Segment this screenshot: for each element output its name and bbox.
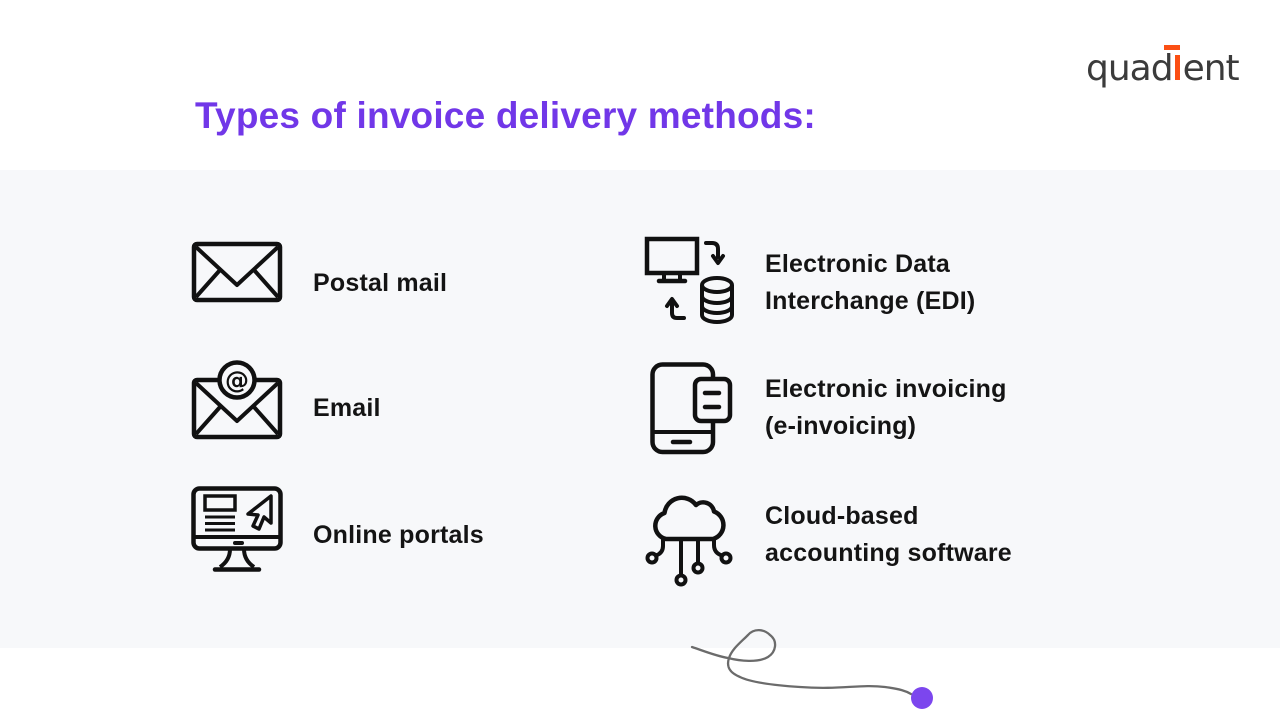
logo-text-post: ent bbox=[1182, 48, 1240, 89]
logo-text-pre: quad bbox=[1086, 48, 1174, 89]
method-label-postal-mail: Postal mail bbox=[313, 269, 448, 297]
decorative-dot bbox=[911, 687, 933, 709]
page-title: Types of invoice delivery methods: bbox=[195, 95, 816, 136]
monitor-cursor-icon bbox=[191, 486, 283, 572]
label-line: Interchange (EDI) bbox=[765, 287, 976, 315]
envelope-icon bbox=[191, 241, 283, 303]
label-line: accounting software bbox=[765, 539, 1012, 567]
smartphone-invoice-icon bbox=[650, 362, 733, 455]
email-envelope-at-icon: @ bbox=[191, 360, 283, 440]
label-line: Cloud-based bbox=[765, 502, 919, 530]
method-label-edi: Electronic Data Interchange (EDI) bbox=[765, 246, 975, 320]
method-label-online-portals: Online portals bbox=[313, 521, 484, 549]
label-line: (e-invoicing) bbox=[765, 412, 917, 440]
cloud-network-icon bbox=[645, 495, 733, 587]
computer-database-sync-icon bbox=[644, 236, 734, 324]
method-label-einvoicing: Electronic invoicing (e-invoicing) bbox=[765, 371, 1007, 445]
label-line: Electronic invoicing bbox=[765, 375, 1007, 403]
logo-i-accent-icon bbox=[1163, 45, 1180, 80]
decorative-squiggle-icon bbox=[690, 628, 933, 709]
method-label-cloud: Cloud-based accounting software bbox=[765, 498, 1012, 572]
at-symbol-glyph: @ bbox=[225, 367, 249, 395]
label-line: Electronic Data bbox=[765, 250, 951, 278]
method-label-email: Email bbox=[313, 394, 381, 422]
